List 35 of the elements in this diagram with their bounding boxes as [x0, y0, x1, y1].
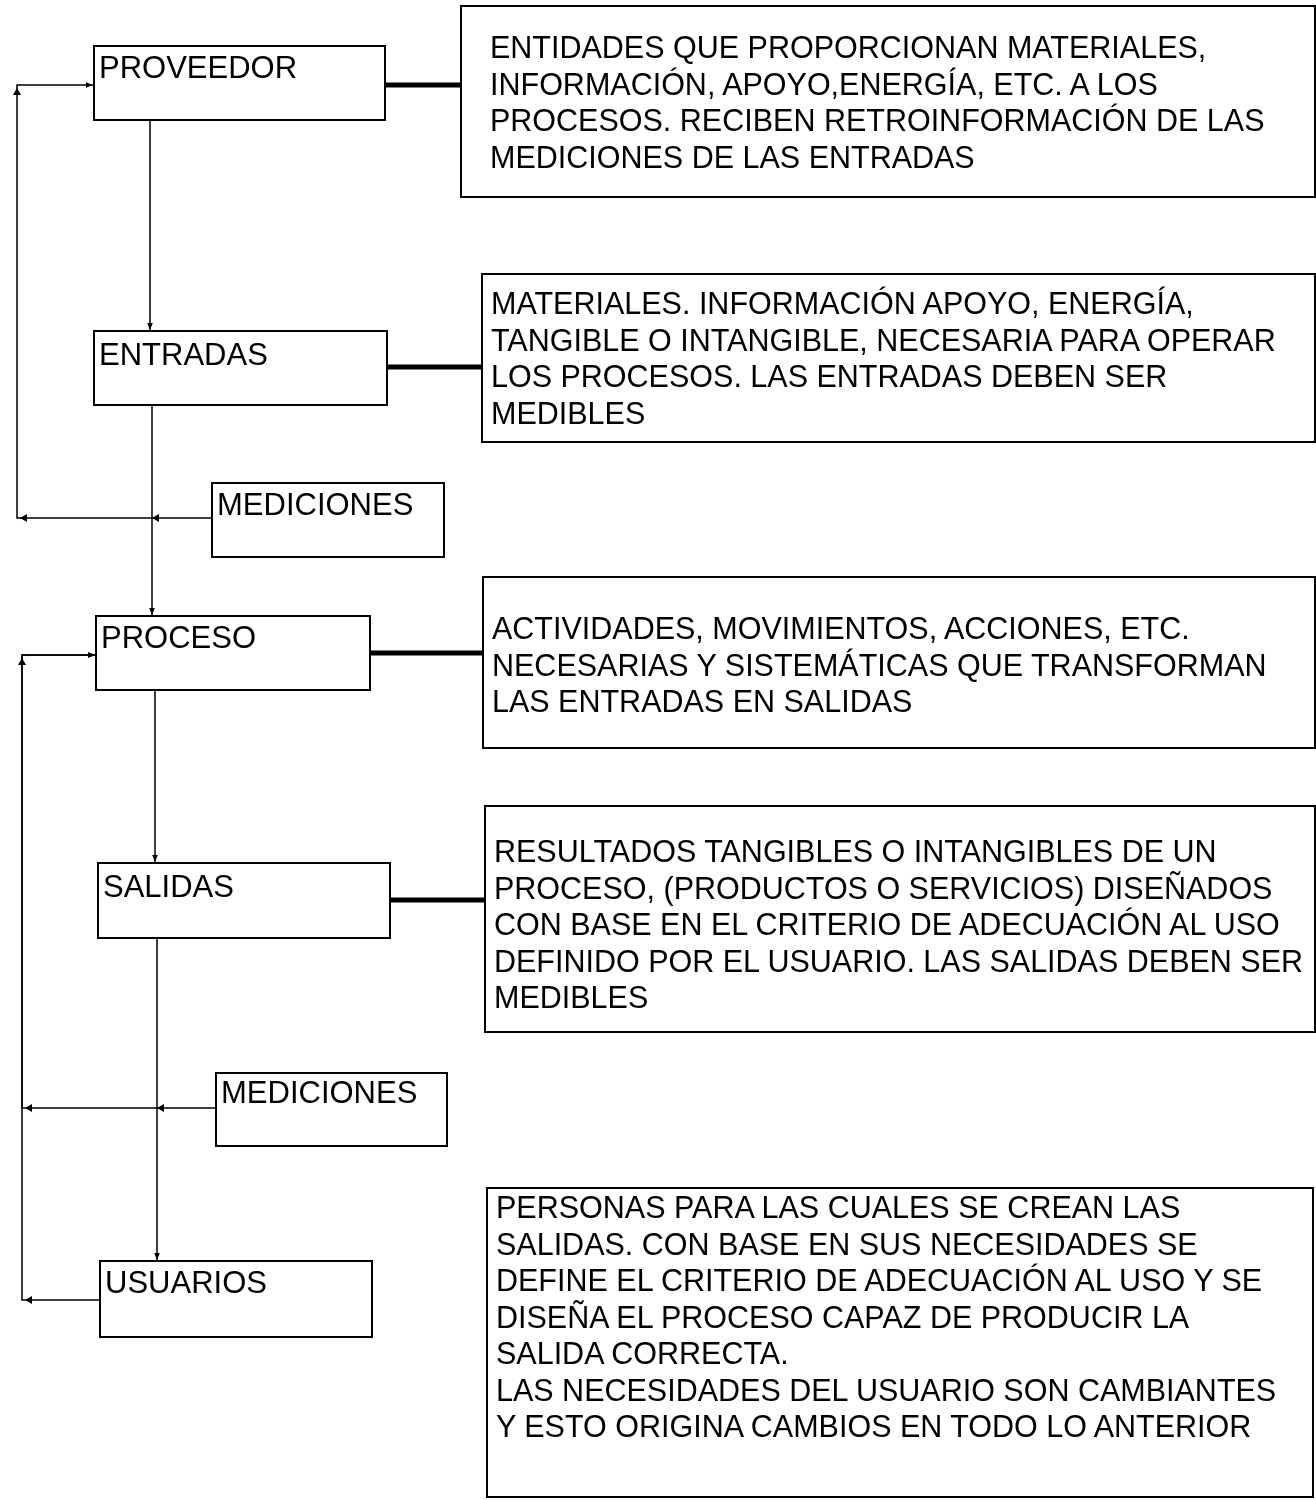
- process-box: [93, 330, 388, 406]
- description-text: PERSONAS PARA LAS CUALES SE CREAN LAS SALIDAS. CON BASE EN SUS NECESIDADES SE DEFINE EL CRITERIO DE ADECUACIÓN AL USO Y SE DISEÑA EL PROCESO CAPAZ DE PRODUCIR LA SALIDA CORRECTA.: [496, 1189, 1264, 1372]
- description-box: [482, 576, 1316, 749]
- description-text: LAS NECESIDADES DEL USUARIO SON CAMBIANTES Y ESTO ORIGINA CAMBIOS EN TODO LO ANTERIOR: [496, 1371, 1278, 1445]
- arrow: [147, 120, 153, 331]
- connector-line: [386, 82, 460, 88]
- arrow: [21, 652, 100, 1304]
- box-label: MEDICIONES: [217, 488, 415, 522]
- connector-line: [388, 364, 481, 370]
- description-box: [484, 805, 1316, 1033]
- arrow: [13, 82, 212, 522]
- box-label: SALIDAS: [103, 870, 235, 904]
- process-box: [211, 482, 445, 558]
- description-text: MATERIALES. INFORMACIÓN APOYO, ENERGÍA, TANGIBLE O INTANGIBLE, NECESARIA PARA OPERAR LOS PROCESOS. LAS ENTRADAS DEBEN SER MEDIBLES: [491, 285, 1277, 431]
- box-label: USUARIOS: [105, 1266, 268, 1300]
- box-label: ENTRADAS: [99, 338, 269, 372]
- description-text: ACTIVIDADES, MOVIMIENTOS, ACCIONES, ETC. NECESARIAS Y SISTEMÁTICAS QUE TRANSFORMAN LAS ENTRADAS EN SALIDAS: [492, 610, 1268, 720]
- description-box: [481, 273, 1316, 443]
- box-label: PROCESO: [101, 621, 258, 655]
- process-box: [95, 615, 371, 691]
- arrow: [149, 405, 155, 616]
- description-text: ENTIDADES QUE PROPORCIONAN MATERIALES, INFORMACIÓN, APOYO,ENERGÍA, ETC. A LOS PROCESOS. RECIBEN RETROINFORMACIÓN DE LAS MEDICIONES DE LAS ENTRADAS: [490, 29, 1266, 175]
- arrow: [154, 938, 160, 1261]
- description-text: RESULTADOS TANGIBLES O INTANGIBLES DE UN PROCESO, (PRODUCTOS O SERVICIOS) DISEÑADOS CON BASE EN EL CRITERIO DE ADECUACIÓN AL USO DEFINIDO POR EL USUARIO. LAS SALIDAS DEBEN SER MEDIBLES: [494, 833, 1304, 1016]
- description-box: [486, 1187, 1314, 1498]
- process-box: [93, 45, 386, 121]
- box-label: PROVEEDOR: [99, 51, 299, 85]
- description-box: [460, 5, 1316, 198]
- process-box: [97, 862, 391, 939]
- process-box: [99, 1260, 373, 1338]
- box-label: MEDICIONES: [221, 1076, 419, 1110]
- connector-line: [391, 897, 484, 903]
- connector-line: [371, 650, 482, 656]
- process-box: [215, 1072, 448, 1147]
- arrow: [152, 690, 158, 863]
